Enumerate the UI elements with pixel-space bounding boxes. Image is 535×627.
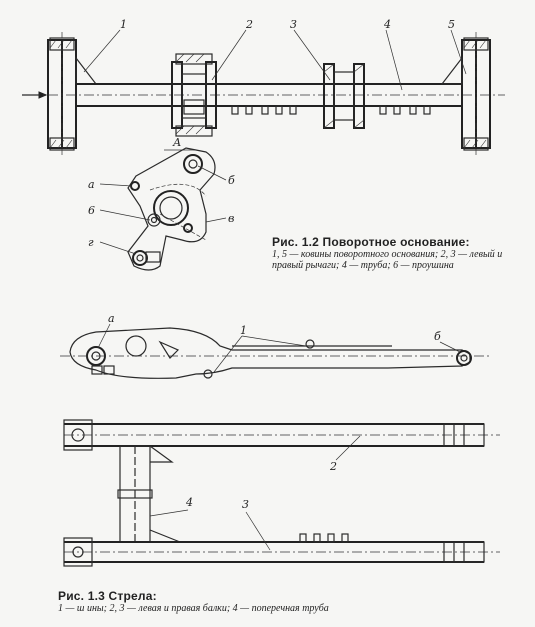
boom-side-view: 1 а б — [60, 312, 490, 379]
rotary-base-assembly: 1 2 3 4 5 — [22, 18, 505, 156]
callout-1-fig13: 1 — [240, 324, 247, 337]
label-g: г — [88, 236, 94, 249]
callout-3-fig13: 3 — [242, 498, 249, 511]
figure-1-2-caption: Рис. 1.2 Поворотное основание: 1, 5 — ко… — [272, 235, 527, 271]
figure-1-3-title: Рис. 1.3 Стрела: — [58, 589, 157, 603]
callout-2: 2 — [245, 18, 253, 31]
boom-plan-view: 2 3 4 — [63, 419, 500, 567]
callout-2-fig13: 2 — [329, 460, 337, 473]
figure-1-3-caption: Рис. 1.3 Стрела: 1 — ш ины; 2, 3 — левая… — [58, 589, 528, 614]
label-v: в — [228, 212, 234, 225]
label-6: 6 — [88, 204, 95, 217]
callout-5: 5 — [448, 18, 455, 31]
detail-view-a: А а б 6 в г — [88, 136, 235, 271]
callout-4-fig13: 4 — [185, 496, 193, 509]
figure-1-3-legend: 1 — ш ины; 2, 3 — левая и правая балки; … — [58, 603, 329, 614]
figure-1-2-title: Рис. 1.2 Поворотное основание: — [272, 235, 470, 249]
label-b: б — [228, 174, 235, 187]
figure-1-2-legend: 1, 5 — ковины поворотного основания; 2, … — [272, 249, 503, 271]
callout-3: 3 — [290, 18, 297, 31]
label-b-fig13: б — [434, 330, 441, 343]
callout-4: 4 — [383, 18, 391, 31]
callout-1: 1 — [120, 18, 127, 31]
label-a: а — [88, 178, 95, 191]
label-a-fig13: а — [108, 312, 115, 325]
view-label-a: А — [172, 136, 181, 149]
